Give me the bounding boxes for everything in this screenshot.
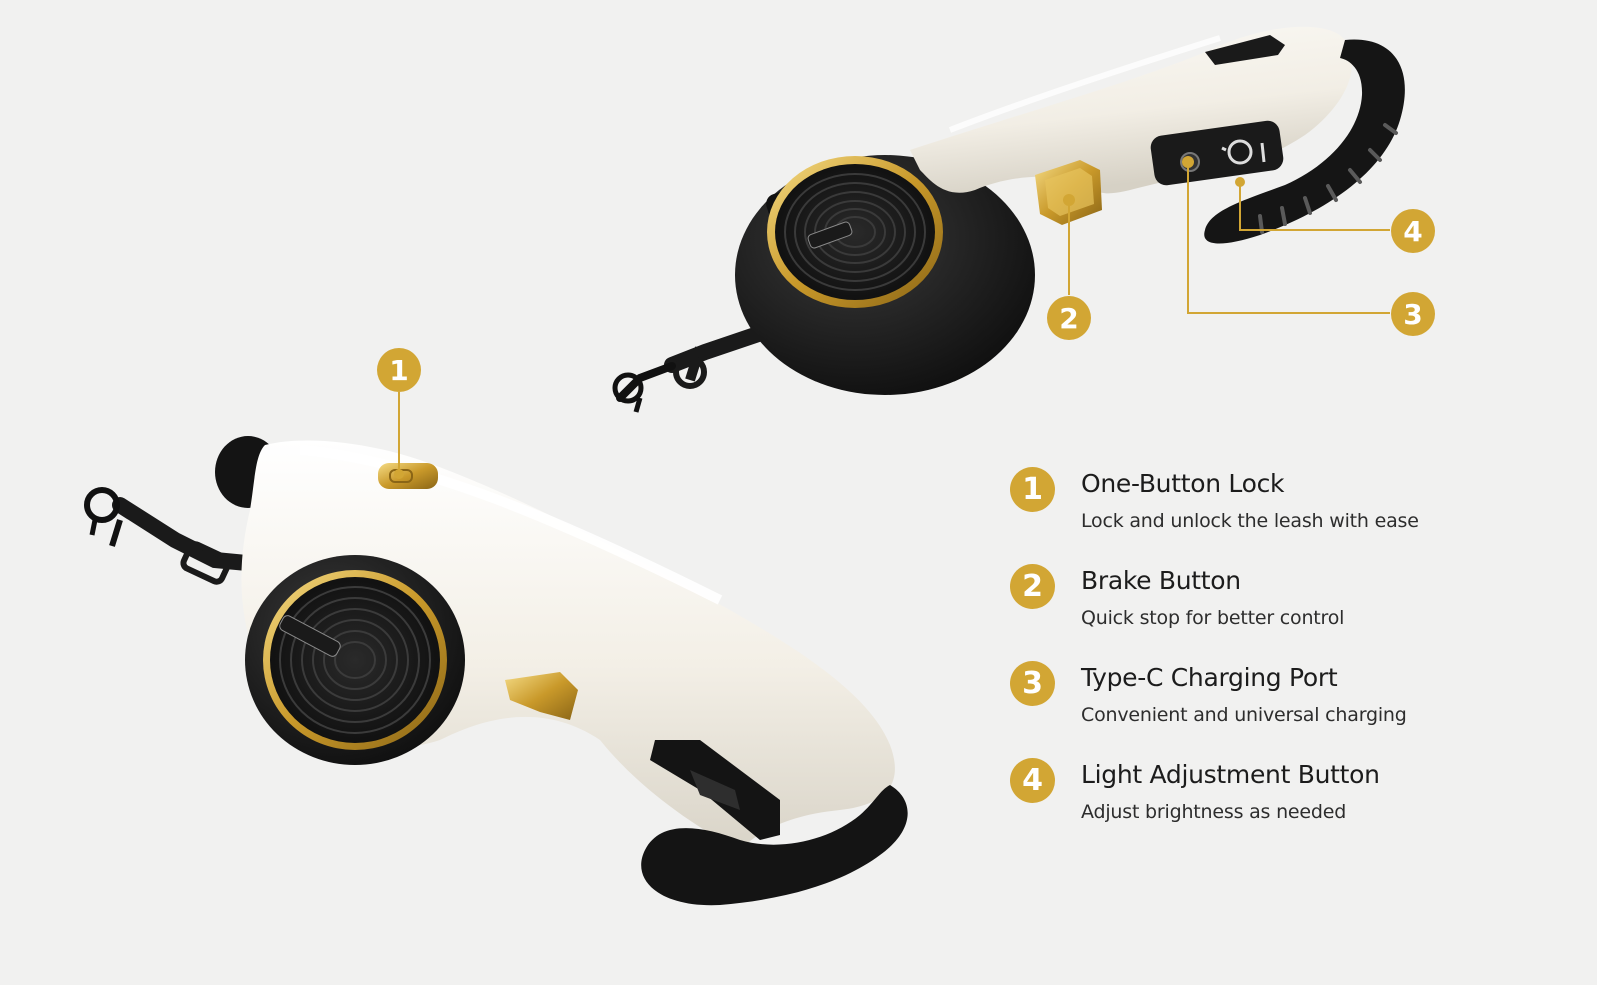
callout-badge-brake [1047, 296, 1091, 340]
callout-number-light: 4 [1403, 215, 1422, 248]
feature-item-charging: 3 Type-C Charging Port Convenient and un… [1010, 661, 1570, 758]
bottom-handle-body [241, 440, 895, 850]
feature-description: Lock and unlock the leash with ease [1081, 510, 1419, 532]
bottom-callouts: 1 [377, 348, 421, 479]
feature-number-badge: 1 [1010, 467, 1055, 512]
callout-badge-light [1391, 209, 1435, 253]
bottom-disc-rings [279, 586, 431, 734]
feature-number-badge: 3 [1010, 661, 1055, 706]
feature-number-badge: 4 [1010, 758, 1055, 803]
feature-description: Quick stop for better control [1081, 607, 1345, 629]
feature-list: 1 One-Button Lock Lock and unlock the le… [1010, 467, 1570, 855]
top-leash [612, 26, 1405, 413]
callout-number-charging: 3 [1403, 298, 1422, 331]
feature-item-light: 4 Light Adjustment Button Adjust brightn… [1010, 758, 1570, 855]
feature-title: One-Button Lock [1081, 469, 1285, 498]
bottom-lock-button [378, 463, 438, 489]
bottom-leash [84, 436, 908, 906]
bottom-leash-clip [84, 487, 276, 585]
feature-title: Light Adjustment Button [1081, 760, 1380, 789]
top-handle-body [910, 26, 1353, 194]
callout-badge-lock [377, 348, 421, 392]
bottom-brake-button [505, 672, 578, 720]
feature-item-brake: 2 Brake Button Quick stop for better con… [1010, 564, 1570, 661]
bottom-hook-grip [641, 785, 908, 906]
feature-title: Brake Button [1081, 566, 1241, 595]
callout-number-lock: 1 [389, 354, 408, 387]
feature-description: Convenient and universal charging [1081, 704, 1407, 726]
feature-item-lock: 1 One-Button Lock Lock and unlock the le… [1010, 467, 1570, 564]
top-leash-clip [612, 322, 778, 413]
top-disc-rings [784, 173, 926, 291]
feature-description: Adjust brightness as needed [1081, 801, 1347, 823]
feature-title: Type-C Charging Port [1081, 663, 1338, 692]
top-callouts: 2 3 4 [1047, 156, 1435, 340]
callout-badge-charging [1391, 292, 1435, 336]
feature-number-badge: 2 [1010, 564, 1055, 609]
callout-number-brake: 2 [1059, 302, 1078, 335]
